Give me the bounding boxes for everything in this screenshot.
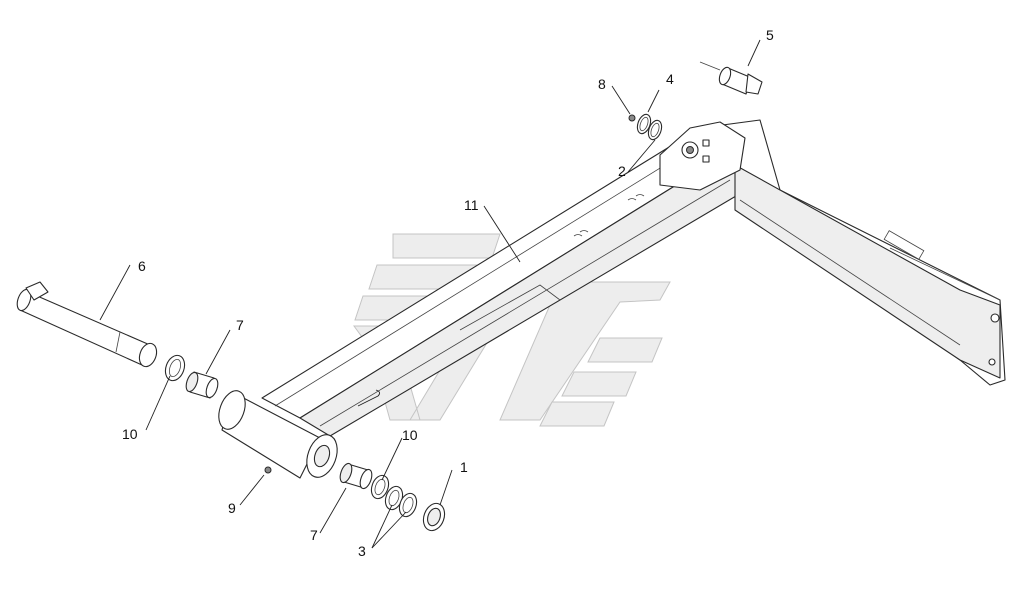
collar-part-1 xyxy=(422,502,446,532)
callout-9: 9 xyxy=(228,500,236,516)
fitting-part-8 xyxy=(628,114,636,122)
callout-2: 2 xyxy=(618,163,626,179)
ring-part-10-right xyxy=(370,474,390,500)
callout-7-left: 7 xyxy=(236,317,244,333)
callout-3: 3 xyxy=(358,543,366,559)
leader-lines xyxy=(99,39,761,549)
callout-7-right: 7 xyxy=(310,527,318,543)
callout-5: 5 xyxy=(766,27,774,43)
callout-8: 8 xyxy=(598,76,606,92)
callout-4: 4 xyxy=(666,71,674,87)
bushing-part-7-left xyxy=(185,371,219,399)
ring-part-10-left xyxy=(164,354,186,382)
pin-part-6 xyxy=(16,281,158,368)
callout-6: 6 xyxy=(138,258,146,274)
grease-fitting-part-9 xyxy=(264,466,272,474)
pin-part-5 xyxy=(699,61,763,95)
callout-10-right: 10 xyxy=(402,427,418,443)
main-arm-part-11 xyxy=(218,119,1006,479)
callout-1: 1 xyxy=(460,459,468,475)
bushing-part-7-right xyxy=(339,462,373,490)
callout-10-left: 10 xyxy=(122,426,138,442)
callout-labels: 1 2 3 4 5 6 7 7 8 9 10 10 11 xyxy=(122,27,774,559)
callout-11: 11 xyxy=(464,197,479,213)
rings-part-4 xyxy=(636,113,663,141)
